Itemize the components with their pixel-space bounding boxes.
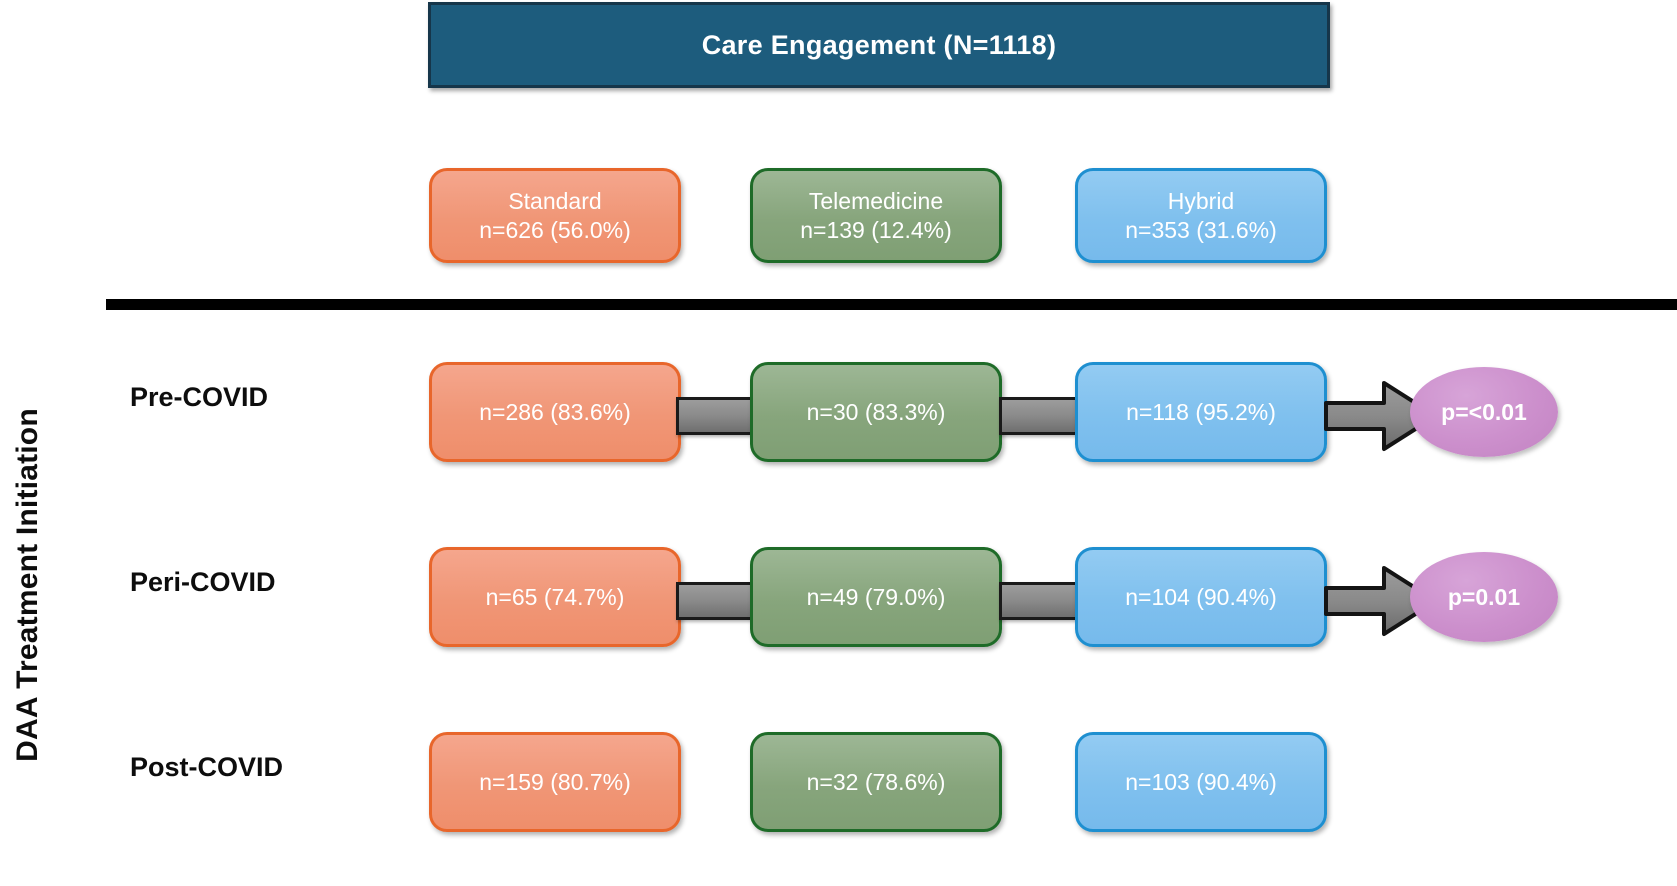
row-label-pre-covid: Pre-COVID	[130, 382, 269, 412]
category-label-telemedicine: Telemedicine	[808, 188, 944, 215]
cell-post-covid-standard: n=159 (80.7%)	[429, 732, 681, 832]
data-row-peri-covid: Peri-COVID n=65 (74.7%) n=49 (79.0%) n=1…	[0, 525, 1677, 655]
category-box-hybrid: Hybrid n=353 (31.6%)	[1075, 168, 1327, 263]
cell-value: n=286 (83.6%)	[479, 398, 631, 425]
cell-value: n=159 (80.7%)	[479, 768, 631, 795]
right-arrow-icon	[1322, 561, 1442, 641]
connector-bar-telemedicine-hybrid	[999, 397, 1079, 435]
care-engagement-header: Care Engagement (N=1118)	[428, 2, 1330, 88]
cell-pre-covid-standard: n=286 (83.6%)	[429, 362, 681, 462]
pvalue-text: p=0.01	[1447, 583, 1521, 610]
category-value-hybrid: n=353 (31.6%)	[1125, 216, 1277, 243]
category-label-hybrid: Hybrid	[1167, 188, 1235, 215]
section-divider	[106, 299, 1677, 310]
connector-bar-standard-telemedicine	[676, 582, 755, 620]
care-engagement-header-title: Care Engagement (N=1118)	[701, 29, 1057, 60]
cell-value: n=103 (90.4%)	[1125, 768, 1277, 795]
cell-value: n=32 (78.6%)	[806, 768, 946, 795]
row-label-post-covid: Post-COVID	[130, 752, 284, 782]
cell-peri-covid-hybrid: n=104 (90.4%)	[1075, 547, 1327, 647]
cell-value: n=104 (90.4%)	[1125, 583, 1277, 610]
cell-peri-covid-standard: n=65 (74.7%)	[429, 547, 681, 647]
cell-value: n=65 (74.7%)	[485, 583, 625, 610]
cell-pre-covid-telemedicine: n=30 (83.3%)	[750, 362, 1002, 462]
pvalue-text: p=<0.01	[1441, 398, 1527, 425]
cell-value: n=49 (79.0%)	[806, 583, 946, 610]
category-box-telemedicine: Telemedicine n=139 (12.4%)	[750, 168, 1002, 263]
pvalue-ellipse-pre-covid: p=<0.01	[1410, 367, 1558, 457]
data-row-pre-covid: Pre-COVID n=286 (83.6%) n=30 (83.3%) n=1…	[0, 340, 1677, 470]
cell-value: n=118 (95.2%)	[1126, 398, 1276, 425]
category-box-standard: Standard n=626 (56.0%)	[429, 168, 681, 263]
category-value-telemedicine: n=139 (12.4%)	[800, 216, 952, 243]
connector-bar-standard-telemedicine	[676, 397, 755, 435]
category-value-standard: n=626 (56.0%)	[479, 216, 631, 243]
cell-post-covid-hybrid: n=103 (90.4%)	[1075, 732, 1327, 832]
cell-peri-covid-telemedicine: n=49 (79.0%)	[750, 547, 1002, 647]
cell-value: n=30 (83.3%)	[806, 398, 946, 425]
data-row-post-covid: Post-COVID n=159 (80.7%) n=32 (78.6%) n=…	[0, 710, 1677, 840]
category-label-standard: Standard	[508, 188, 602, 215]
right-arrow-icon	[1322, 376, 1442, 456]
row-label-peri-covid: Peri-COVID	[130, 567, 276, 597]
connector-bar-telemedicine-hybrid	[999, 582, 1079, 620]
cell-post-covid-telemedicine: n=32 (78.6%)	[750, 732, 1002, 832]
cell-pre-covid-hybrid: n=118 (95.2%)	[1075, 362, 1327, 462]
pvalue-ellipse-peri-covid: p=0.01	[1410, 552, 1558, 642]
